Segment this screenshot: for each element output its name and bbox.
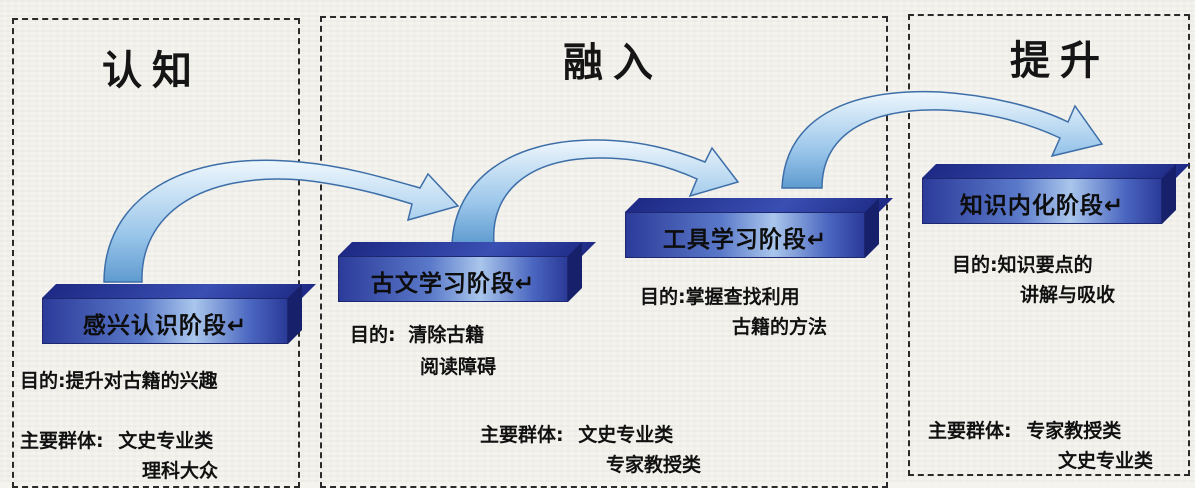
- group-line: 专家教授类: [1026, 420, 1122, 442]
- stage-label: 知识内化阶段↵: [959, 193, 1125, 219]
- purpose-line: 知识要点的: [997, 254, 1093, 276]
- stage-block-interest: 感兴认识阶段↵: [42, 284, 316, 344]
- group-line: 文史专业类: [118, 430, 214, 452]
- purpose-label: 目的:: [20, 370, 66, 392]
- purpose-line: 掌握查找利用: [685, 286, 800, 308]
- purpose-tools: 目的:掌握查找利用: [640, 282, 800, 312]
- stage-block-ancient-text: 古文学习阶段↵: [338, 242, 596, 302]
- group-label: 主要群体:: [20, 430, 104, 452]
- arrow-3: [781, 90, 1104, 189]
- group-internalization-line2: 文史专业类: [1058, 450, 1154, 472]
- purpose-label: 目的:: [640, 286, 686, 308]
- stage-block-internalization: 知识内化阶段↵: [922, 164, 1190, 224]
- panel-title-improvement: 提升: [1010, 37, 1110, 84]
- purpose-interest: 目的:提升对古籍的兴趣: [20, 366, 218, 396]
- group-label: 主要群体:: [480, 424, 564, 446]
- purpose-tools-line2: 古籍的方法: [732, 316, 828, 338]
- group-line: 文史专业类: [578, 424, 674, 446]
- purpose-internalization: 目的:知识要点的: [952, 250, 1093, 280]
- group-internalization: 主要群体: 专家教授类: [928, 416, 1121, 446]
- stage-label: 感兴认识阶段↵: [82, 313, 248, 339]
- arrow-2: [451, 139, 740, 245]
- arrow-1: [103, 159, 460, 283]
- group-integration: 主要群体: 文史专业类: [480, 420, 673, 450]
- purpose-internalization-line2: 讲解与吸收: [1020, 284, 1116, 306]
- purpose-line: 提升对古籍的兴趣: [65, 370, 218, 392]
- group-integration-line2: 专家教授类: [606, 454, 702, 476]
- group-label: 主要群体:: [928, 420, 1012, 442]
- group-interest: 主要群体: 文史专业类: [20, 426, 213, 456]
- panel-improvement: [908, 14, 1190, 476]
- purpose-label: 目的:: [350, 324, 396, 346]
- stage-block-tools: 工具学习阶段↵: [625, 198, 893, 258]
- purpose-label: 目的:: [952, 254, 998, 276]
- stage-label: 工具学习阶段↵: [662, 227, 828, 253]
- stage-label: 古文学习阶段↵: [370, 271, 536, 297]
- purpose-line: 清除古籍: [408, 324, 485, 346]
- panel-title-cognition: 认知: [102, 47, 202, 94]
- group-interest-line2: 理科大众: [142, 460, 219, 482]
- purpose-ancient-text: 目的: 清除古籍: [350, 320, 484, 350]
- purpose-ancient-text-line2: 阅读障碍: [420, 356, 497, 378]
- panel-title-integration: 融入: [563, 39, 663, 86]
